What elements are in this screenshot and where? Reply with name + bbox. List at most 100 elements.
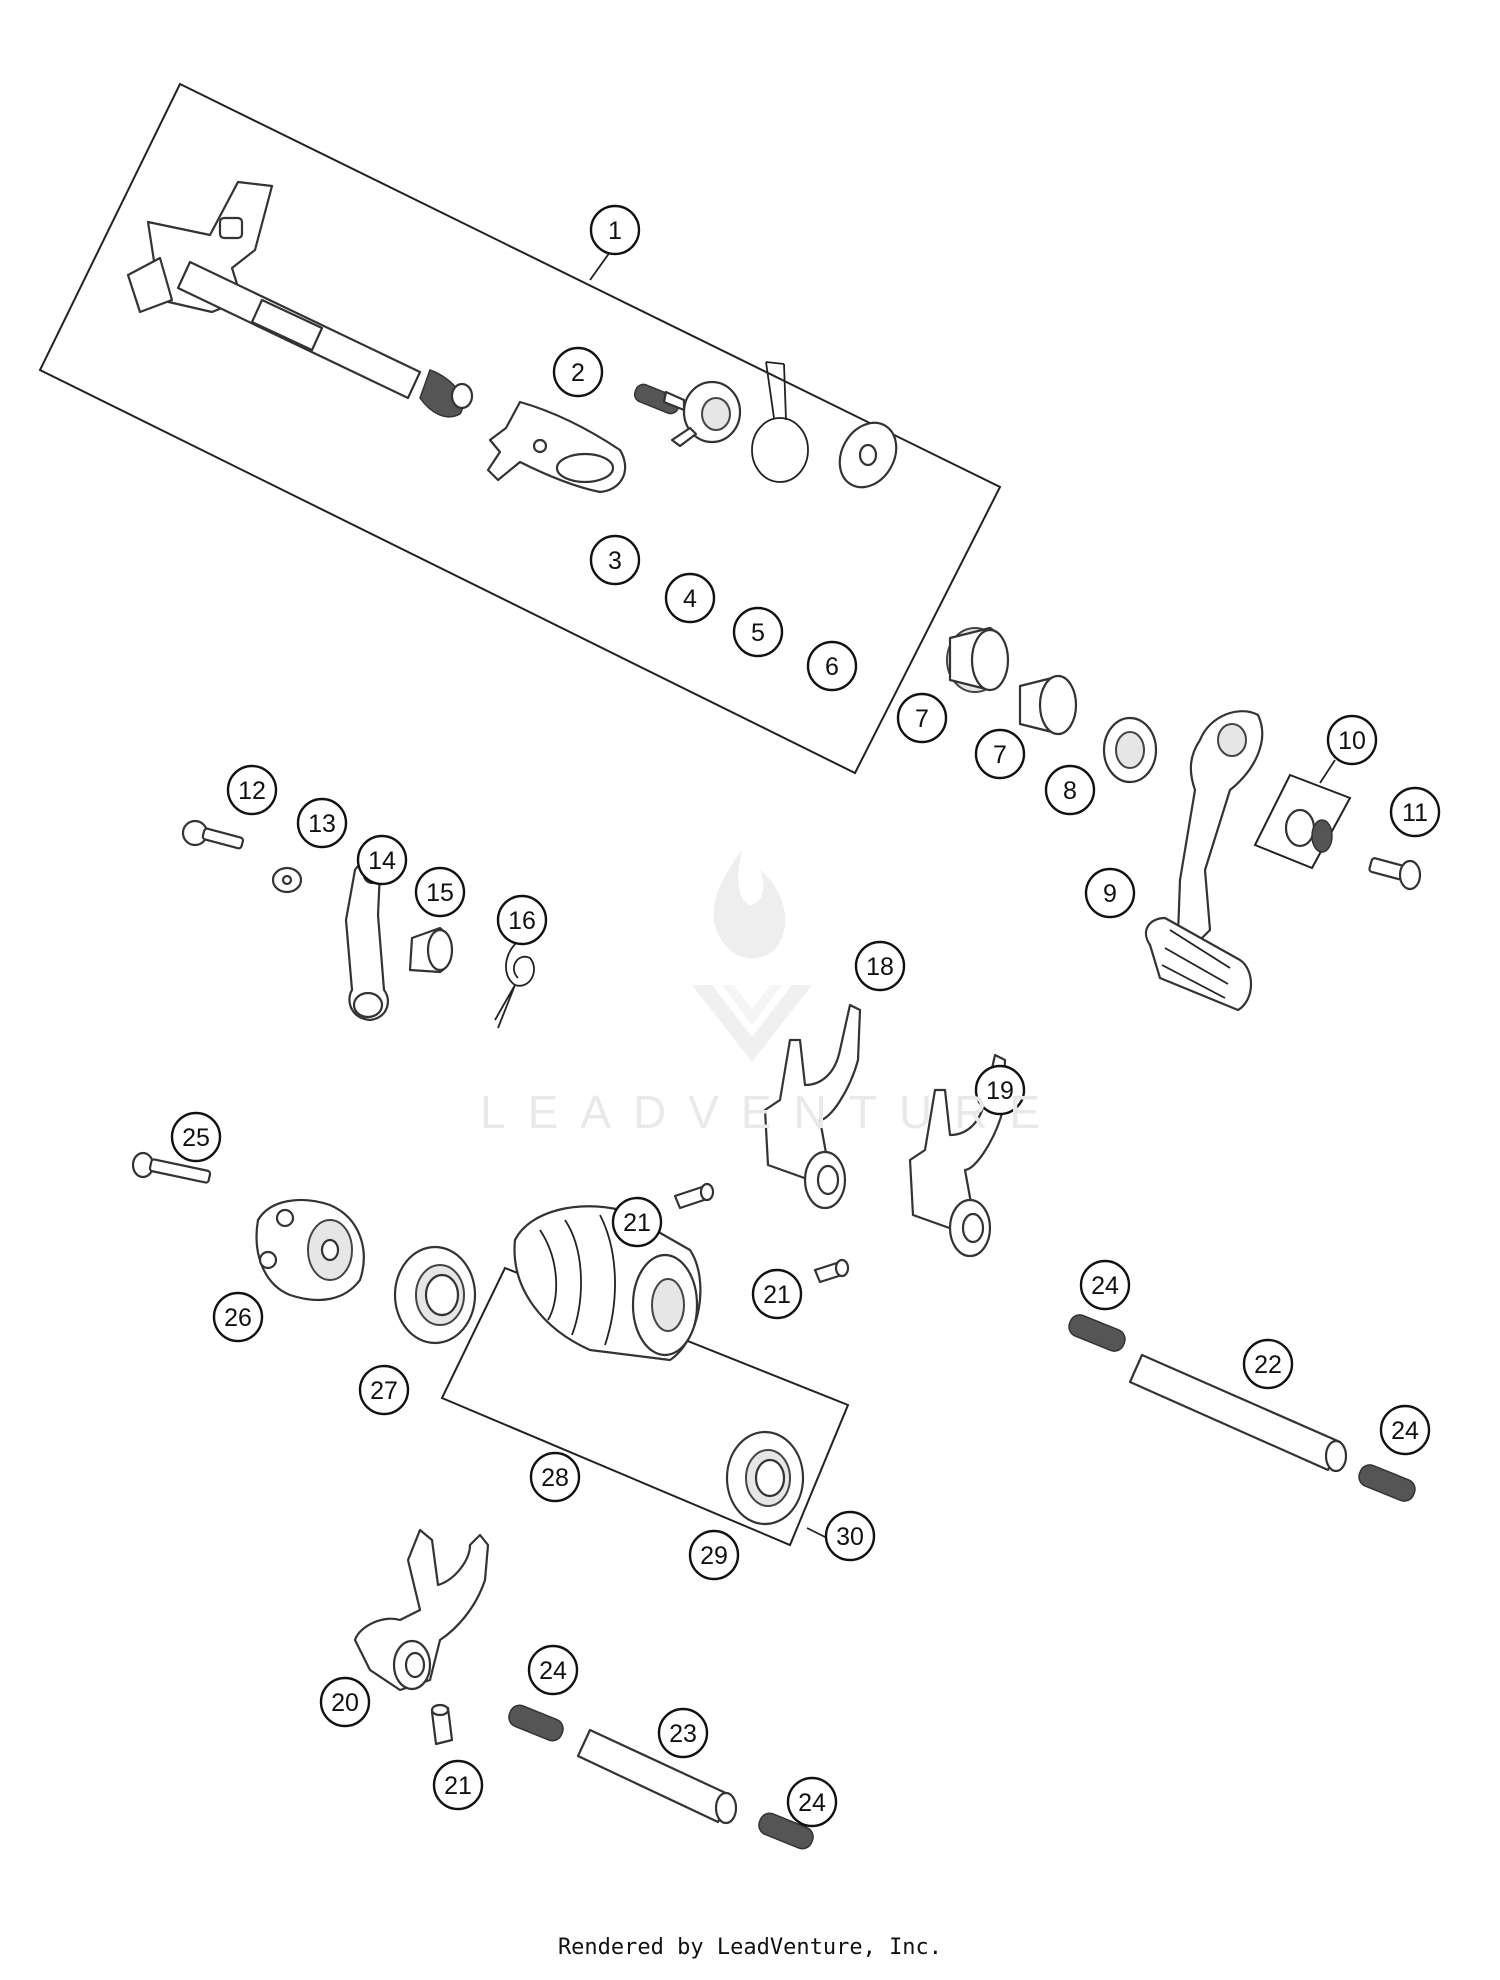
ball-bearing-part bbox=[393, 1245, 477, 1345]
fork-rod-part bbox=[1128, 1353, 1348, 1473]
callout-23: 23 bbox=[657, 1707, 709, 1759]
callout-label: 19 bbox=[986, 1077, 1014, 1105]
flange-bolt-part bbox=[1368, 857, 1422, 891]
callout-label: 6 bbox=[825, 653, 839, 681]
callout-circle bbox=[657, 1707, 709, 1759]
callout-label: 5 bbox=[751, 619, 765, 647]
callout-24: 24 bbox=[786, 1776, 838, 1828]
shift-drum-locating-part bbox=[255, 1198, 365, 1302]
needle-bearing-part bbox=[1018, 674, 1078, 736]
callout-label: 1 bbox=[608, 217, 622, 245]
callout-label: 10 bbox=[1338, 727, 1366, 755]
callout-10: 10 bbox=[1326, 714, 1378, 766]
guide-pin-part bbox=[673, 1182, 715, 1210]
callout-18: 18 bbox=[854, 940, 906, 992]
bushing-part bbox=[662, 380, 742, 448]
washer-part bbox=[838, 421, 898, 489]
leader-lines bbox=[589, 251, 1336, 1543]
callout-circle bbox=[974, 728, 1026, 780]
callout-label: 24 bbox=[1091, 1272, 1119, 1300]
callout-circle bbox=[751, 1268, 803, 1320]
callout-label: 25 bbox=[182, 1124, 210, 1152]
callout-circle bbox=[824, 1510, 876, 1562]
callout-label: 23 bbox=[669, 1720, 697, 1748]
callout-4: 4 bbox=[664, 572, 716, 624]
callout-label: 7 bbox=[993, 741, 1007, 769]
callout-label: 22 bbox=[1254, 1351, 1282, 1379]
callout-circle bbox=[1389, 786, 1441, 838]
callout-25: 25 bbox=[170, 1111, 222, 1163]
callout-circle bbox=[296, 797, 348, 849]
fork-rod-spring-part bbox=[508, 1704, 564, 1742]
callout-circle bbox=[212, 1291, 264, 1343]
callout-29: 29 bbox=[688, 1529, 740, 1581]
render-credit: Rendered by LeadVenture, Inc. bbox=[557, 1935, 943, 1960]
callout-label: 2 bbox=[571, 359, 585, 387]
callout-label: 20 bbox=[331, 1689, 359, 1717]
fork-rod-spring-part bbox=[1358, 1464, 1416, 1502]
callout-circle bbox=[432, 1759, 484, 1811]
callout-21: 21 bbox=[432, 1759, 484, 1811]
shift-fork-part bbox=[763, 1003, 862, 1210]
callout-label: 28 bbox=[541, 1464, 569, 1492]
callout-circle bbox=[611, 1196, 663, 1248]
locking-lever-part bbox=[344, 860, 389, 1022]
lever-washer-part bbox=[1284, 808, 1333, 853]
lever-kit-box bbox=[1253, 773, 1352, 870]
callout-label: 24 bbox=[1391, 1417, 1419, 1445]
needle-bearing-part bbox=[946, 626, 1010, 693]
callout-circle bbox=[552, 346, 604, 398]
callout-30: 30 bbox=[824, 1510, 876, 1562]
callout-21: 21 bbox=[611, 1196, 663, 1248]
callout-14: 14 bbox=[356, 834, 408, 886]
callout-circle bbox=[356, 834, 408, 886]
cap-screw-part bbox=[131, 1151, 212, 1184]
callout-label: 12 bbox=[238, 777, 266, 805]
callout-27: 27 bbox=[358, 1364, 410, 1416]
callout-label: 21 bbox=[763, 1281, 791, 1309]
callout-label: 13 bbox=[308, 810, 336, 838]
callout-label: 9 bbox=[1103, 880, 1117, 908]
callout-circle bbox=[1379, 1404, 1431, 1456]
ball-bearing-part bbox=[725, 1430, 805, 1526]
flame-v-logo-icon bbox=[692, 850, 812, 1062]
callout-28: 28 bbox=[529, 1451, 581, 1503]
callout-26: 26 bbox=[212, 1291, 264, 1343]
callout-circle bbox=[226, 764, 278, 816]
callout-label: 30 bbox=[836, 1523, 864, 1551]
fork-rod-spring-part bbox=[1068, 1314, 1126, 1352]
callout-label: 21 bbox=[444, 1772, 472, 1800]
callout-label: 4 bbox=[683, 585, 697, 613]
callout-label: 21 bbox=[623, 1209, 651, 1237]
callout-2: 2 bbox=[552, 346, 604, 398]
callout-12: 12 bbox=[226, 764, 278, 816]
callout-circle bbox=[529, 1451, 581, 1503]
callout-circle bbox=[806, 640, 858, 692]
callout-label: 18 bbox=[866, 953, 894, 981]
callout-6: 6 bbox=[806, 640, 858, 692]
callout-5: 5 bbox=[732, 606, 784, 658]
callout-7: 7 bbox=[896, 692, 948, 744]
callout-group: 1234567789101112131415161819212125262724… bbox=[170, 204, 1441, 1828]
callout-1: 1 bbox=[589, 204, 641, 256]
callout-label: 11 bbox=[1402, 799, 1428, 827]
callout-circle bbox=[1326, 714, 1378, 766]
shift-lever-part bbox=[1144, 710, 1264, 1012]
callout-label: 24 bbox=[539, 1657, 567, 1685]
callout-circle bbox=[974, 1064, 1026, 1116]
callout-24: 24 bbox=[527, 1644, 579, 1696]
callout-circle bbox=[854, 940, 906, 992]
return-spring-part bbox=[751, 361, 809, 483]
shaft-seal-part bbox=[1102, 716, 1158, 784]
callout-11: 11 bbox=[1389, 786, 1441, 838]
roller-part bbox=[408, 926, 454, 974]
callout-21: 21 bbox=[751, 1268, 803, 1320]
callout-3: 3 bbox=[589, 534, 641, 586]
shift-plate-part bbox=[486, 400, 627, 494]
callout-20: 20 bbox=[319, 1676, 371, 1728]
callout-label: 16 bbox=[508, 907, 536, 935]
hex-bolt-part bbox=[181, 819, 245, 850]
callout-circle bbox=[1242, 1338, 1294, 1390]
